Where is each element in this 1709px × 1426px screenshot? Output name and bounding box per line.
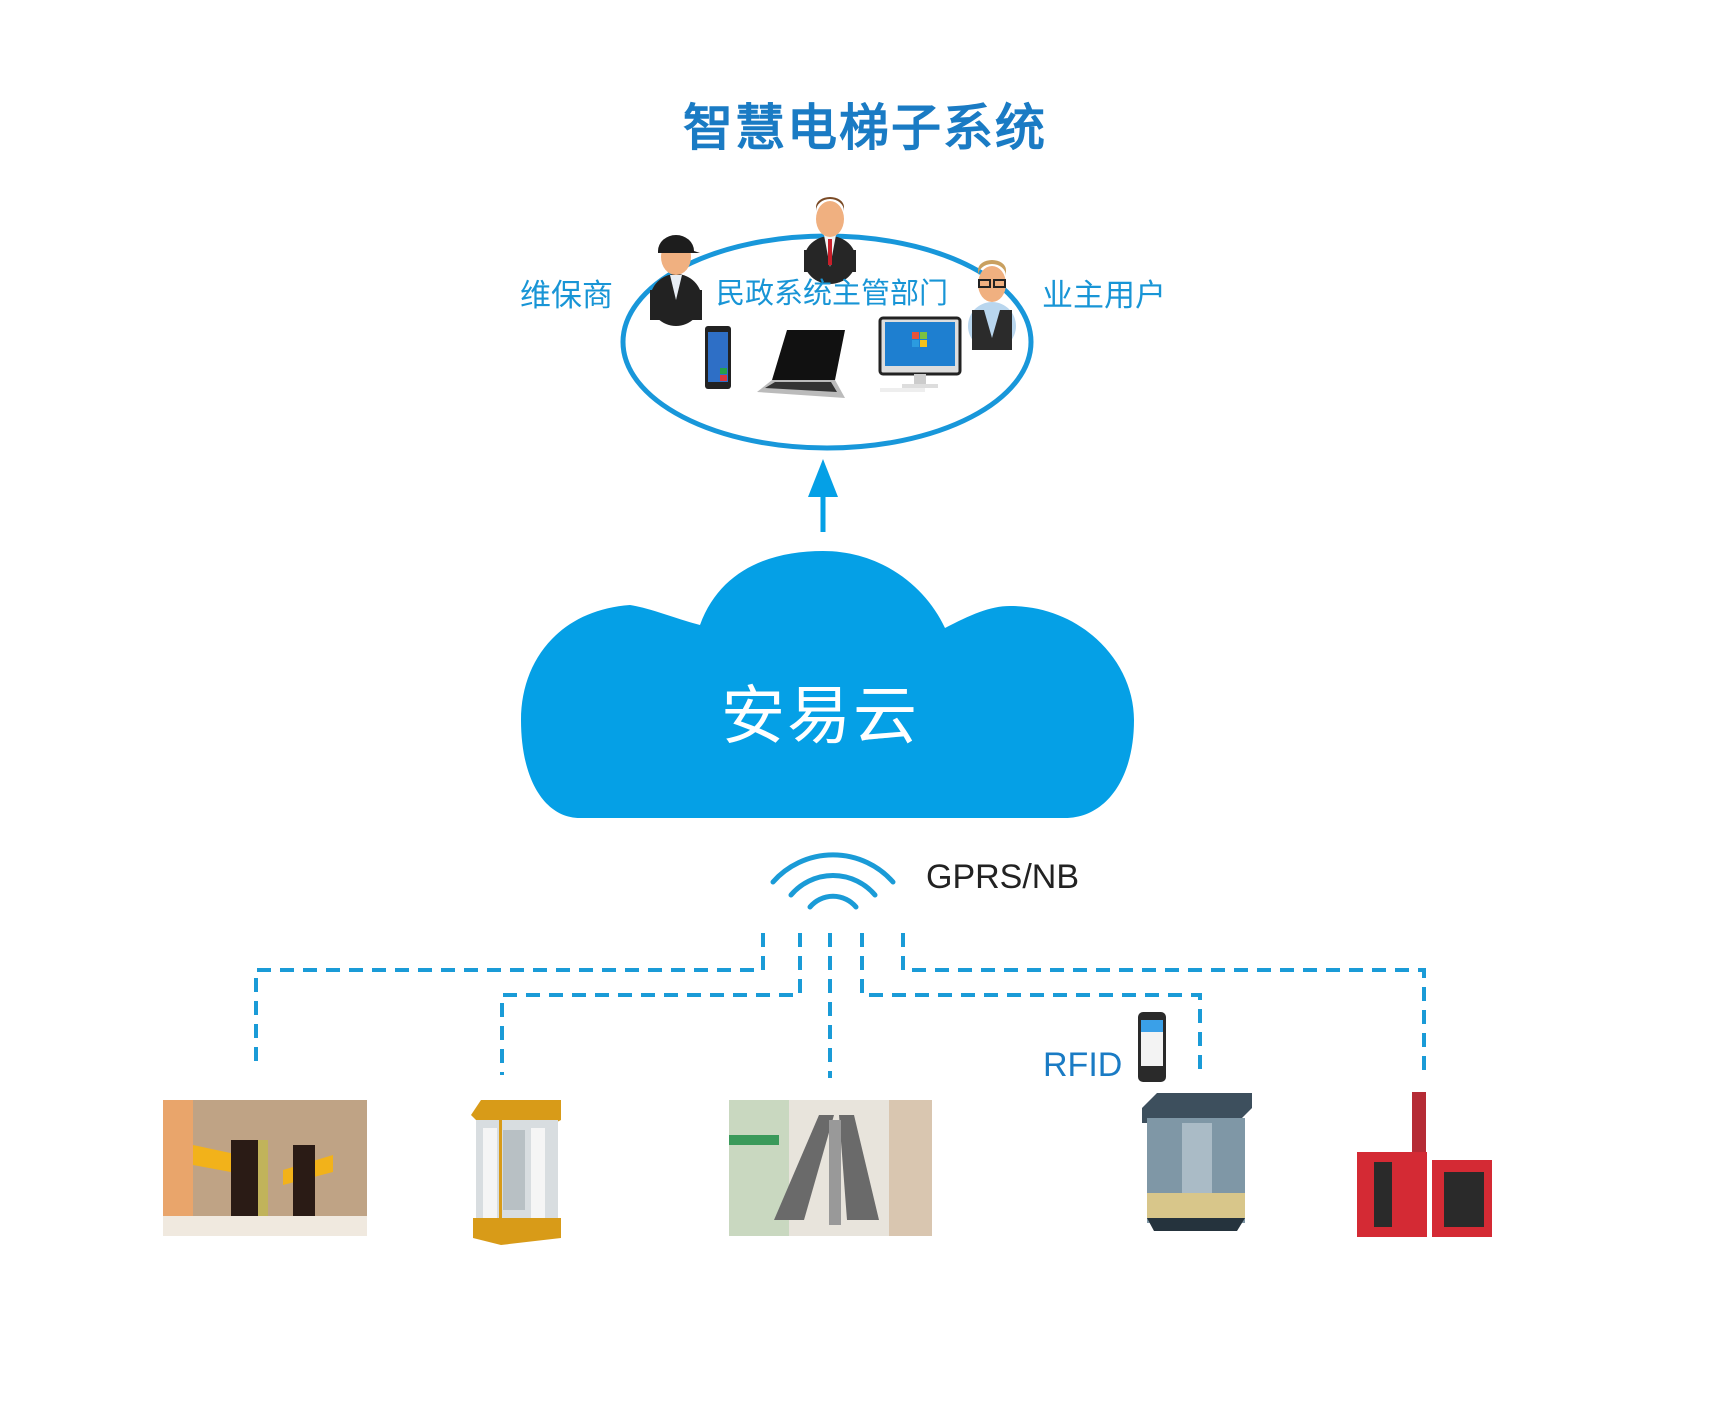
connection-line-5	[901, 933, 1426, 1078]
owner-person-icon	[968, 260, 1016, 350]
cloud-shape	[521, 551, 1134, 818]
maintenance-person-icon	[650, 235, 702, 326]
connection-line-1	[254, 933, 765, 1070]
equipment-construction-hoist	[1357, 1092, 1492, 1237]
connection-lines	[254, 933, 1426, 1078]
wireless-signal-icon	[770, 852, 896, 910]
network-label: GPRS/NB	[926, 858, 1080, 896]
role-label-civil-affairs: 民政系统主管部门	[716, 276, 949, 310]
cloud-label: 安易云	[721, 680, 919, 754]
role-label-owner: 业主用户	[1042, 278, 1166, 314]
equipment-passenger-elevator	[1142, 1093, 1252, 1231]
page-title: 智慧电梯子系统	[683, 99, 1047, 157]
rfid-handheld-icon	[1138, 1012, 1166, 1082]
connection-line-4	[860, 933, 1202, 1078]
laptop-icon	[757, 330, 845, 398]
equipment-escalator	[729, 1100, 932, 1236]
equipment-sightseeing-elevator	[471, 1100, 561, 1245]
role-label-maintenance: 维保商	[520, 278, 613, 314]
phone-icon	[705, 326, 731, 389]
desktop-monitor-icon	[878, 316, 962, 392]
equipment-elevator-lobby	[163, 1100, 367, 1236]
upload-arrow-icon	[808, 459, 838, 532]
official-person-icon	[804, 197, 856, 284]
rfid-label: RFID	[1043, 1046, 1123, 1084]
connection-line-2	[500, 933, 802, 1075]
